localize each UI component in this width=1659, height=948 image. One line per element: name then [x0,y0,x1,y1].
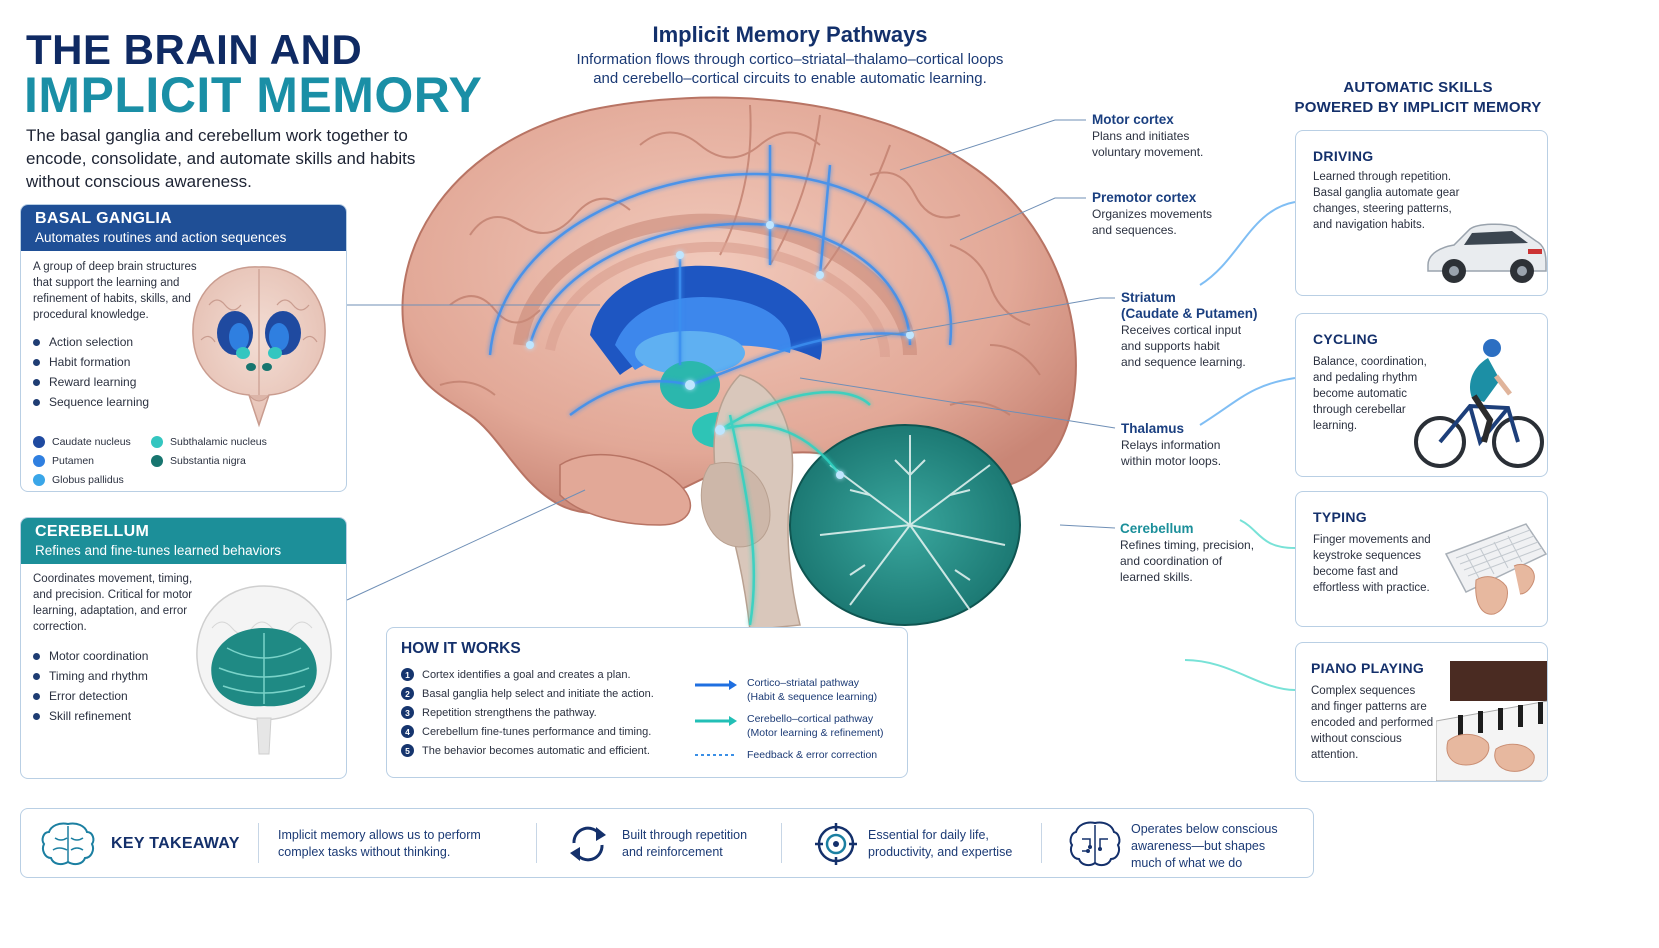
list-item: Habit formation [33,352,149,372]
basal-ganglia-panel: BASAL GANGLIA Automates routines and act… [20,204,347,492]
basal-ganglia-description: A group of deep brain structures that su… [33,261,197,321]
divider [1041,823,1042,863]
basal-ganglia-coronal-brain-image [192,266,326,428]
key-takeaway-bar: KEY TAKEAWAY Implicit memory allows us t… [20,808,1314,878]
skill-description: Complex sequences and finger patterns ar… [1311,685,1434,761]
skill-description: Learned through repetition. Basal gangli… [1313,171,1460,231]
list-item: Error detection [33,686,148,706]
label-motor-cortex: Motor cortex Plans and initiates volunta… [1092,112,1204,159]
pathways-subtitle: Information flows through cortico–striat… [576,51,1004,87]
legend-swatch-icon [33,435,45,448]
legend-item: Globus pallidus [33,470,131,489]
blue-arrow-icon [695,680,737,690]
intro-text: The basal ganglia and cerebellum work to… [26,126,416,191]
legend-item: Substantia nigra [151,451,267,470]
takeaway-item-1: Implicit memory allows us to perform com… [278,828,481,859]
bullet-icon [33,652,40,660]
skill-card-piano: PIANO PLAYING Complex sequences and fing… [1295,642,1548,782]
legend-swatch-icon [33,454,45,467]
label-thalamus: Thalamus Relays information within motor… [1121,421,1222,468]
list-item: Sequence learning [33,392,149,412]
list-item: Timing and rhythm [33,666,148,686]
legend-swatch-icon [151,435,163,448]
takeaway-item-3: Essential for daily life, productivity, … [868,828,1013,859]
basal-ganglia-subtitle: Automates routines and action sequences [35,230,287,245]
legend-item: Caudate nucleus [33,432,131,451]
bullet-icon [33,358,40,366]
legend-item-feedback: Feedback & error correction [693,748,884,762]
cerebellum-illustration-image [196,585,332,755]
legend-item-cortico-striatal: Cortico–striatal pathway(Habit & sequenc… [693,676,884,712]
list-item: Action selection [33,332,149,352]
bullet-icon [33,378,40,386]
basal-ganglia-title: BASAL GANGLIA [35,210,172,227]
cerebellum-panel: CEREBELLUM Refines and fine-tunes learne… [20,517,347,779]
label-striatum: Striatum (Caudate & Putamen) Receives co… [1121,290,1258,369]
skill-description: Finger movements and keystroke sequences… [1313,534,1431,594]
bullet-icon [33,672,40,680]
skill-card-cycling: CYCLING Balance, coordination, and pedal… [1295,313,1548,477]
how-it-works-title: HOW IT WORKS [401,640,521,657]
basal-ganglia-legend-right: Subthalamic nucleus Substantia nigra [151,432,267,470]
divider [536,823,537,863]
legend-item: Putamen [33,451,131,470]
car-icon [1427,223,1547,283]
skill-card-typing: TYPING Finger movements and keystroke se… [1295,491,1548,627]
pathways-title: Implicit Memory Pathways [652,22,928,47]
takeaway-item-4: Operates below conscious awareness—but s… [1131,822,1278,870]
legend-item-cerebello-cortical: Cerebello–cortical pathway(Motor learnin… [693,712,884,748]
basal-ganglia-legend-left: Caudate nucleus Putamen Globus pallidus [33,432,131,489]
label-cerebellum: Cerebellum Refines timing, precision, an… [1120,521,1255,584]
teal-arrow-icon [695,716,737,726]
legend-swatch-icon [151,454,163,467]
legend-item: Subthalamic nucleus [151,432,267,451]
dashed-line-icon [695,754,737,756]
cerebellum-bullets: Motor coordination Timing and rhythm Err… [33,646,148,726]
cerebellum-description: Coordinates movement, timing, and precis… [33,573,193,633]
cerebellum-subtitle: Refines and fine-tunes learned behaviors [35,543,282,558]
page-title-line2: IMPLICIT MEMORY [24,67,483,123]
bullet-icon [33,712,40,720]
skill-card-driving: DRIVING Learned through repetition. Basa… [1295,130,1548,296]
divider [781,823,782,863]
skill-description: Balance, coordination, and pedaling rhyt… [1313,356,1427,432]
repeat-cycle-icon [570,826,606,862]
pathway-legend: Cortico–striatal pathway(Habit & sequenc… [693,676,884,762]
basal-ganglia-header: BASAL GANGLIA Automates routines and act… [21,205,346,251]
skill-title: TYPING [1313,509,1367,525]
cerebellum-header: CEREBELLUM Refines and fine-tunes learne… [21,518,346,564]
label-premotor-cortex: Premotor cortex Organizes movements and … [1092,190,1213,237]
basal-ganglia-bullets: Action selection Habit formation Reward … [33,332,149,412]
divider [258,823,259,863]
skill-title: DRIVING [1313,148,1374,164]
skill-title: PIANO PLAYING [1311,660,1425,676]
skill-title: CYCLING [1313,331,1379,347]
list-item: Reward learning [33,372,149,392]
keyboard-hands-icon [1444,523,1547,615]
page-title-line1: THE BRAIN AND [26,26,363,73]
bullet-icon [33,692,40,700]
skills-title: AUTOMATIC SKILLS POWERED BY IMPLICIT MEM… [1294,79,1542,116]
list-item: Motor coordination [33,646,148,666]
brain-sagittal-illustration-image [401,96,1077,631]
takeaway-title: KEY TAKEAWAY [111,835,240,852]
cerebellum-title: CEREBELLUM [35,523,150,540]
bullet-icon [33,338,40,346]
target-gear-icon [815,823,857,865]
takeaway-item-2: Built through repetition and reinforceme… [622,828,748,859]
piano-hands-icon [1436,661,1547,781]
brain-circuit-icon [1069,821,1121,867]
bullet-icon [33,398,40,406]
cyclist-icon [1414,339,1544,468]
legend-swatch-icon [33,473,45,486]
list-item: Skill refinement [33,706,148,726]
brain-icon [41,822,95,866]
